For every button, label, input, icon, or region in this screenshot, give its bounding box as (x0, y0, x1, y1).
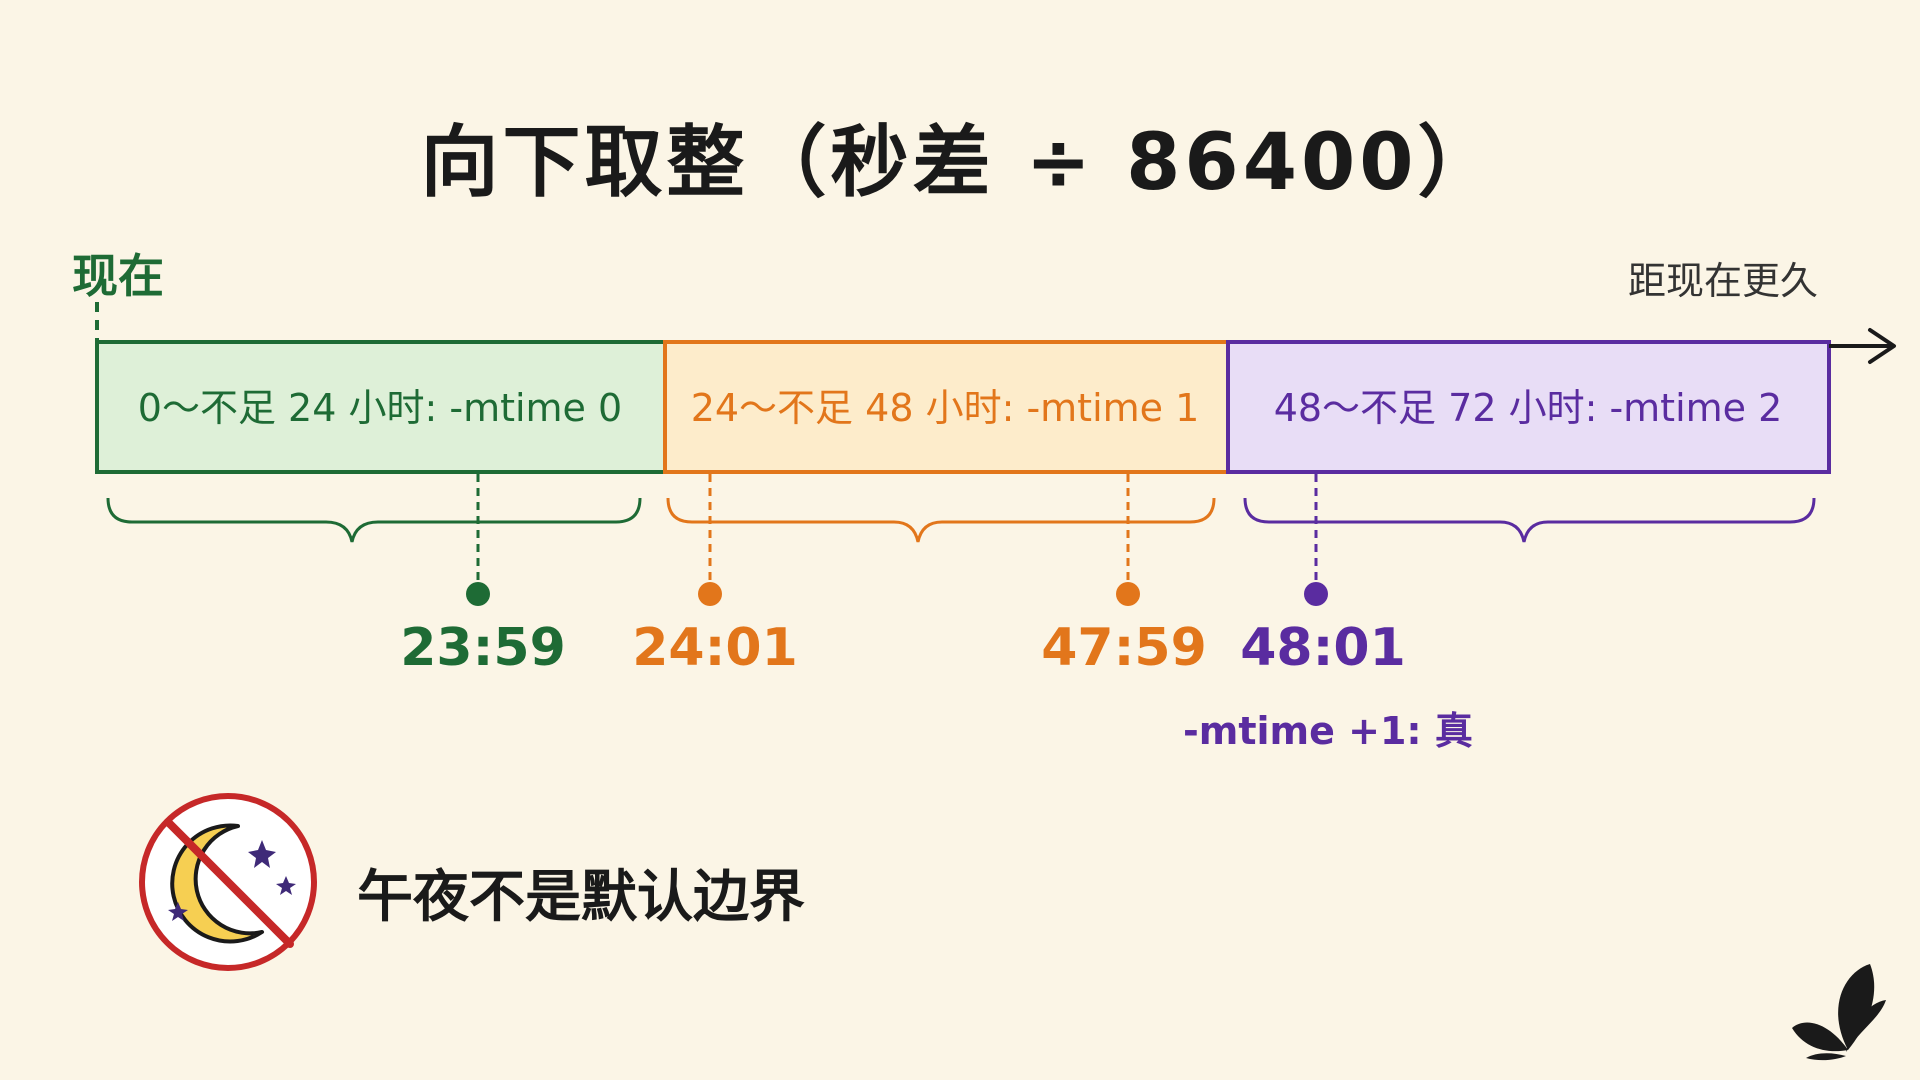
segment-label-48-72h: 48～不足 72 小时: -mtime 2 (1273, 386, 1783, 430)
example-time-2401: 24:01 (632, 618, 798, 678)
timeline-arrowhead-icon (1868, 328, 1896, 364)
page-title: 向下取整（秒差 ÷ 86400） (420, 118, 1500, 208)
pointer-dot-2359 (466, 582, 490, 606)
pointer-dot-4759 (1116, 582, 1140, 606)
condition-note: -mtime +1: 真 (1183, 709, 1473, 753)
crossed-moon-stars-icon (139, 793, 317, 971)
midnight-note: 午夜不是默认边界 (357, 865, 805, 930)
example-time-2359: 23:59 (400, 618, 566, 678)
farther-label: 距现在更久 (1628, 259, 1819, 303)
pointer-dot-2401 (698, 582, 722, 606)
segment-box-48-72h (1226, 340, 1831, 474)
brace-48-72h (1243, 497, 1816, 543)
now-label: 现在 (72, 249, 164, 303)
butterfly-logo-icon (1792, 964, 1886, 1061)
brace-24-48h (666, 497, 1216, 543)
pointer-dot-4801 (1304, 582, 1328, 606)
segment-box-0-24h (95, 340, 667, 474)
example-time-4801: 48:01 (1240, 618, 1406, 678)
segment-label-24-48h: 24～不足 48 小时: -mtime 1 (690, 386, 1200, 430)
example-time-4759: 47:59 (1041, 618, 1207, 678)
segment-label-0-24h: 0～不足 24 小时: -mtime 0 (137, 386, 623, 430)
brace-0-24h (106, 497, 642, 543)
